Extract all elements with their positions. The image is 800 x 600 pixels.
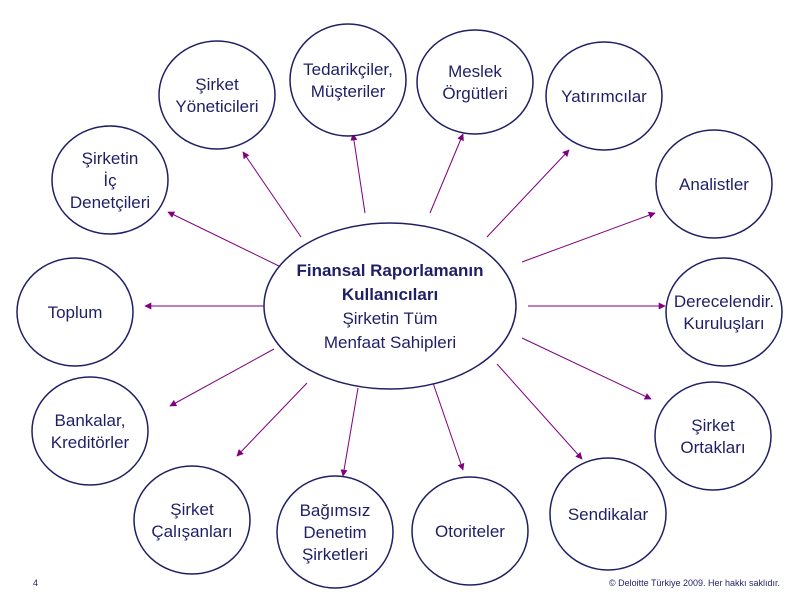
bagimsiz-denetim-label: Bağımsız <box>300 501 371 520</box>
sirket-yoneticileri-label: Yöneticileri <box>175 97 258 116</box>
otoriteler-label: Otoriteler <box>435 522 505 541</box>
bankalar-arrow <box>169 348 275 407</box>
sendikalar-label: Sendikalar <box>568 505 649 524</box>
meslek-orgutleri-label: Meslek <box>448 62 502 81</box>
tedarikciler-label: Tedarikçiler, <box>303 60 393 79</box>
sirket-calisanlari-arrow <box>236 382 308 457</box>
sirket-ortaklari-circle <box>654 381 772 491</box>
meslek-orgutleri-arrow <box>429 133 464 214</box>
yatirimcilar-circle <box>545 41 663 151</box>
ic-denetciler-arrow <box>167 211 284 269</box>
analistler-circle <box>655 129 773 239</box>
yatirimcilar-arrow <box>486 149 570 238</box>
yatirimcilar-label: Yatırımcılar <box>561 87 647 106</box>
ic-denetciler-label: İç <box>103 171 117 190</box>
center-subtitle-line: Şirketin Tüm <box>342 309 437 328</box>
sirket-calisanlari-label: Şirket <box>170 500 214 519</box>
node-analistler: Analistler <box>655 129 773 239</box>
node-yatirimcilar: Yatırımcılar <box>545 41 663 151</box>
meslek-orgutleri-label: Örgütleri <box>442 84 507 103</box>
center-title-line: Kullanıcıları <box>342 285 438 304</box>
bagimsiz-denetim-arrow <box>340 387 359 477</box>
node-derecelendirme: Derecelendir. Kuruluşları <box>665 257 783 367</box>
derecelendirme-label: Derecelendir. <box>674 292 774 311</box>
arrows <box>144 133 666 477</box>
center-node: Finansal RaporlamanınKullanıcılarıŞirket… <box>263 222 517 390</box>
bagimsiz-denetim-circle <box>276 475 394 589</box>
copyright-notice: © Deloitte Türkiye 2009. Her hakkı saklı… <box>608 578 780 588</box>
bankalar-circle <box>31 376 149 486</box>
center-ellipse <box>263 222 517 390</box>
sirket-calisanlari-label: Çalışanları <box>151 522 232 541</box>
derecelendirme-label: Kuruluşları <box>683 314 764 333</box>
ic-denetciler-label: Şirketin <box>82 149 139 168</box>
node-otoriteler: Otoriteler <box>411 476 529 586</box>
bagimsiz-denetim-label: Şirketleri <box>302 545 368 564</box>
sendikalar-circle <box>549 457 667 571</box>
sirket-yoneticileri-arrow <box>242 151 302 238</box>
otoriteler-circle <box>411 476 529 586</box>
toplum-circle <box>16 257 134 367</box>
tedarikciler-circle <box>289 23 407 137</box>
ic-denetciler-circle <box>51 125 169 235</box>
tedarikciler-arrow <box>350 133 366 214</box>
node-sendikalar: Sendikalar <box>549 457 667 571</box>
tedarikciler-label: Müşteriler <box>311 82 386 101</box>
analistler-label: Analistler <box>679 175 749 194</box>
sirket-ortaklari-arrow <box>521 337 652 400</box>
node-toplum: Toplum <box>16 257 134 367</box>
center-title-line: Finansal Raporlamanın <box>296 261 483 280</box>
otoriteler-arrow <box>431 379 465 471</box>
derecelendirme-circle <box>665 257 783 367</box>
sirket-calisanlari-circle <box>133 465 251 575</box>
node-tedarikciler: Tedarikçiler, Müşteriler <box>289 23 407 137</box>
analistler-arrow <box>521 211 656 263</box>
page-number: 4 <box>33 578 39 588</box>
ic-denetciler-label: Denetçileri <box>70 193 150 212</box>
toplum-label: Toplum <box>48 303 103 322</box>
sendikalar-arrow <box>496 363 583 460</box>
sirket-yoneticileri-circle <box>158 40 276 150</box>
bankalar-label: Bankalar, <box>55 411 126 430</box>
node-bankalar: Bankalar, Kreditörler <box>31 376 149 486</box>
sirket-yoneticileri-label: Şirket <box>195 75 239 94</box>
bankalar-label: Kreditörler <box>51 433 130 452</box>
meslek-orgutleri-circle <box>416 29 534 135</box>
sirket-ortaklari-label: Ortakları <box>680 438 745 457</box>
sirket-ortaklari-label: Şirket <box>691 416 735 435</box>
center-subtitle-line: Menfaat Sahipleri <box>324 333 456 352</box>
bagimsiz-denetim-label: Denetim <box>303 523 366 542</box>
